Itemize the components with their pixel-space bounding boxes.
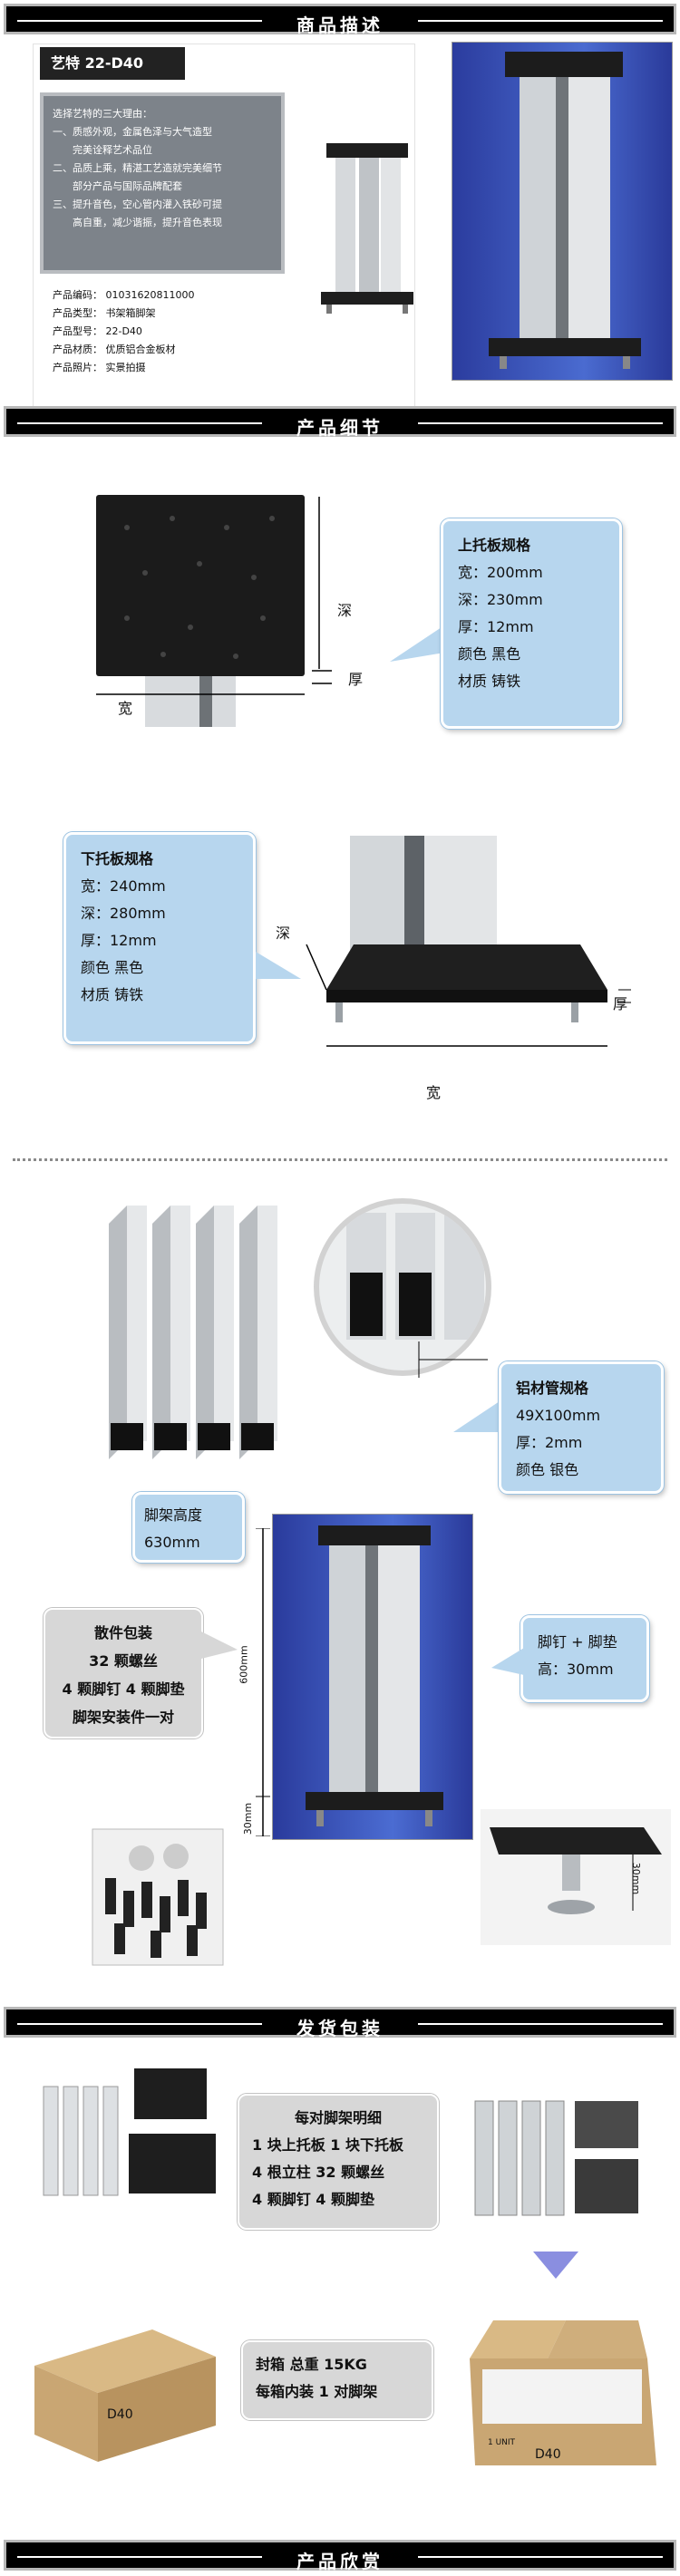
dim-thick-label: 厚 [348, 671, 364, 688]
callout-line: 宽：200mm [458, 564, 543, 581]
section-title: 商品描述 [296, 15, 384, 36]
reason-line: 高自重，减少谐振，提升音色表现 [53, 217, 222, 228]
callout-pointer [256, 952, 301, 979]
callout-line: 材质 铸铁 [81, 986, 144, 1003]
callout-line: 脚钉 + 脚垫 [538, 1633, 617, 1651]
callout-pointer [491, 1648, 524, 1675]
reason-line: 二、品质上乘，精湛工艺造就完美细节 [53, 162, 222, 174]
stand-height-photo [272, 1514, 473, 1840]
reason-line: 部分产品与国际品牌配套 [53, 180, 182, 192]
callout-line: 32 颗螺丝 [89, 1652, 158, 1670]
callout-line: 脚架高度 [144, 1506, 203, 1524]
spec-line: 产品材质： 优质铝合金板材 [53, 344, 176, 355]
reason-line: 完美诠释艺术品位 [53, 144, 152, 156]
callout-line: 封箱 总重 15KG [256, 2356, 367, 2373]
callout-line: 厚：12mm [81, 932, 157, 949]
section-header-description: 商品描述 [4, 4, 676, 36]
spec-line: 产品型号： 22-D40 [53, 325, 142, 337]
brand-label: 艺特 22-D40 [40, 47, 185, 80]
callout-line: 49X100mm [516, 1407, 601, 1424]
callout-line: 高：30mm [538, 1661, 614, 1678]
package-parts-photo [20, 2050, 219, 2213]
aluminum-tubes-photo [109, 1206, 277, 1459]
dim-depth-label: 深 [337, 602, 353, 619]
callout-line: 每对脚架明细 [294, 2109, 382, 2126]
callout-line: 颜色 银色 [516, 1461, 579, 1478]
open-box-photo [457, 2302, 665, 2484]
unboxed-parts-photo [457, 2083, 656, 2228]
screws-bag-photo [92, 1828, 224, 1966]
callout-title: 上托板规格 [458, 537, 531, 554]
section-header-gallery: 产品欣赏 [4, 2540, 676, 2572]
bottom-plate-photo [306, 836, 631, 1047]
spikes-spec-callout: 脚钉 + 脚垫 高：30mm [520, 1615, 649, 1702]
callout-title: 下托板规格 [81, 850, 154, 867]
dim-width-label: 宽 [426, 1084, 442, 1101]
callout-line: 深：280mm [81, 905, 166, 922]
callout-line: 4 颗脚钉 4 颗脚垫 [62, 1680, 185, 1698]
spec-line: 产品类型： 书架箱脚架 [53, 307, 156, 319]
callout-line: 1 块上托板 1 块下托板 [252, 2136, 403, 2154]
callout-line: 深：230mm [458, 591, 543, 608]
callout-line: 颜色 黑色 [81, 959, 144, 976]
spike-height-label: 30mm [630, 1862, 643, 1895]
spec-line: 产品编码： 01031620811000 [53, 289, 195, 301]
callout-line: 材质 铸铁 [458, 673, 521, 690]
dimension-bracket [418, 1341, 488, 1378]
reason-line: 选择艺特的三大理由： [53, 108, 152, 120]
box-weight-callout: 封箱 总重 15KG 每箱内装 1 对脚架 [241, 2340, 433, 2420]
dim-depth-label: 深 [276, 925, 291, 942]
section-title: 发货包装 [296, 2018, 384, 2039]
spec-line: 产品照片： 实景拍摄 [53, 362, 146, 373]
stand-main-photo [452, 42, 673, 381]
top-plate-photo [96, 495, 332, 727]
box-model-label: D40 [107, 2407, 133, 2422]
callout-line: 宽：240mm [81, 877, 166, 895]
divider [13, 1158, 667, 1161]
down-arrow-icon [533, 2252, 578, 2279]
height-main-label: 600mm [238, 1645, 250, 1684]
reason-line: 三、提升音色，空心管内灌入铁砂可提 [53, 199, 222, 210]
shipping-box-photo [16, 2302, 225, 2474]
reason-line: 一、质感外观，金属色泽与大气造型 [53, 126, 212, 138]
height-spec-callout: 脚架高度 630mm [132, 1492, 245, 1563]
callout-pointer [390, 625, 444, 662]
package-contents-callout: 每对脚架明细 1 块上托板 1 块下托板 4 根立柱 32 颗螺丝 4 颗脚钉 … [238, 2094, 439, 2230]
height-dimension-line [256, 1528, 270, 1836]
height-foot-label: 30mm [242, 1802, 255, 1835]
stand-thumbnail-photo [321, 143, 413, 314]
dim-thick-label: 厚 [613, 995, 628, 1012]
product-spec-list: 产品编码： 01031620811000 产品类型： 书架箱脚架 产品型号： 2… [53, 286, 194, 377]
callout-line: 脚架安装件一对 [72, 1709, 174, 1726]
section-title: 产品欣赏 [296, 2551, 384, 2572]
dim-width-label: 宽 [118, 700, 133, 717]
callout-line: 4 颗脚钉 4 颗脚垫 [252, 2191, 374, 2208]
callout-line: 4 根立柱 32 颗螺丝 [252, 2164, 385, 2181]
section-header-shipping: 发货包装 [4, 2007, 676, 2039]
tube-closeup-photo [314, 1198, 491, 1376]
callout-line: 散件包装 [93, 1624, 152, 1641]
spike-foot-photo [481, 1809, 671, 1945]
section-header-details: 产品细节 [4, 406, 676, 439]
top-plate-spec-callout: 上托板规格 宽：200mm 深：230mm 厚：12mm 颜色 黑色 材质 铸铁 [441, 518, 622, 729]
box-unit-label: 1 UNIT [488, 2438, 516, 2447]
callout-pointer [201, 1632, 238, 1659]
callout-pointer [453, 1396, 508, 1432]
reasons-panel: 选择艺特的三大理由： 一、质感外观，金属色泽与大气造型 完美诠释艺术品位 二、品… [40, 92, 285, 274]
parts-callout: 散件包装 32 颗螺丝 4 颗脚钉 4 颗脚垫 脚架安装件一对 [44, 1608, 203, 1738]
callout-line: 颜色 黑色 [458, 645, 521, 663]
callout-line: 厚：12mm [458, 618, 534, 635]
callout-line: 每箱内装 1 对脚架 [256, 2383, 378, 2400]
callout-line: 厚：2mm [516, 1434, 583, 1451]
callout-title: 铝材管规格 [516, 1380, 589, 1397]
callout-line: 630mm [144, 1534, 200, 1551]
box-model-label: D40 [535, 2447, 561, 2462]
bottom-plate-spec-callout: 下托板规格 宽：240mm 深：280mm 厚：12mm 颜色 黑色 材质 铸铁 [63, 832, 256, 1044]
tube-spec-callout: 铝材管规格 49X100mm 厚：2mm 颜色 银色 [499, 1361, 664, 1494]
section-title: 产品细节 [296, 417, 384, 439]
